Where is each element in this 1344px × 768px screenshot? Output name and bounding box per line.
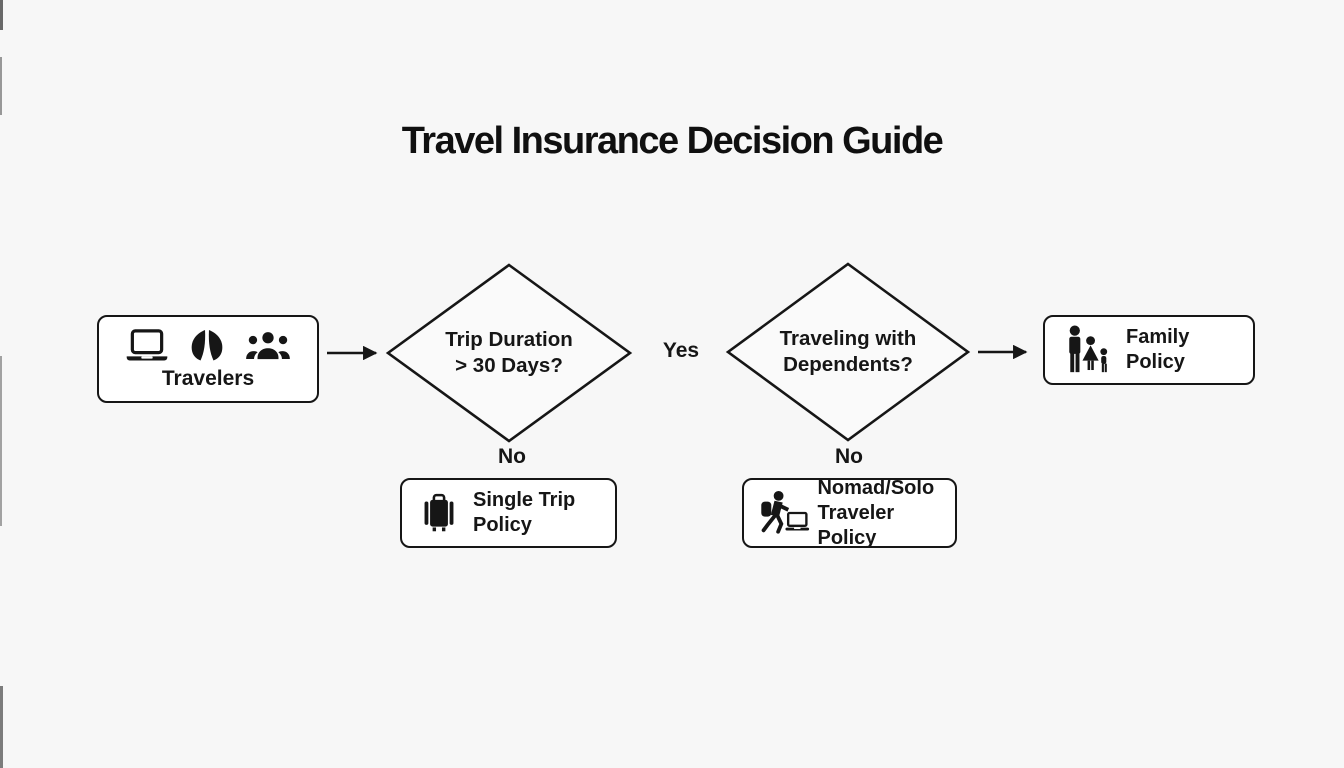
node-travelers: Travelers (97, 315, 319, 403)
scan-artifact (0, 57, 2, 115)
node-single-trip-policy: Single Trip Policy (400, 478, 617, 548)
laptop-icon (126, 328, 168, 361)
node-nomad-solo-policy: Nomad/Solo Traveler Policy (742, 476, 957, 551)
nomad-icon (761, 490, 810, 534)
edge-label-no-dependents: No (835, 445, 863, 468)
diagram-title: Travel Insurance Decision Guide (401, 120, 944, 162)
nomad-solo-policy-label: Nomad/Solo Traveler Policy (817, 476, 955, 551)
travelers-icon-row (125, 328, 291, 363)
family-icon (1069, 325, 1108, 373)
scan-artifact (0, 686, 3, 768)
decision-dependents-label: Traveling with Dependents? (738, 326, 958, 378)
label-line: Family (1126, 326, 1190, 348)
suitcase-icon (424, 493, 454, 532)
label-line: Single Trip (473, 489, 576, 511)
label-line: Policy (473, 514, 532, 536)
single-trip-policy-label: Single Trip Policy (473, 488, 575, 538)
label-line: Trip Duration (445, 328, 573, 351)
family-policy-label: Family Policy (1126, 325, 1189, 375)
scan-artifact (0, 0, 3, 30)
decision-trip-duration-shape (385, 263, 633, 443)
leaf-icon (191, 330, 223, 361)
scan-artifact (0, 356, 2, 526)
edge-label-yes: Yes (662, 339, 700, 362)
label-line: Nomad/Solo (817, 476, 935, 499)
edge-label-no-trip-duration: No (498, 445, 526, 468)
travelers-label: Travelers (161, 366, 255, 390)
label-line: > 30 Days? (455, 354, 563, 377)
node-family-policy: Family Policy (1043, 315, 1255, 385)
label-line: Policy (1126, 351, 1185, 373)
group-icon (246, 332, 290, 360)
label-line: Traveling with (779, 327, 917, 350)
label-line: Traveler Policy (817, 501, 895, 549)
decision-dependents-shape (725, 262, 971, 442)
decision-trip-duration-label: Trip Duration > 30 Days? (399, 327, 619, 379)
label-line: Dependents? (783, 353, 913, 376)
